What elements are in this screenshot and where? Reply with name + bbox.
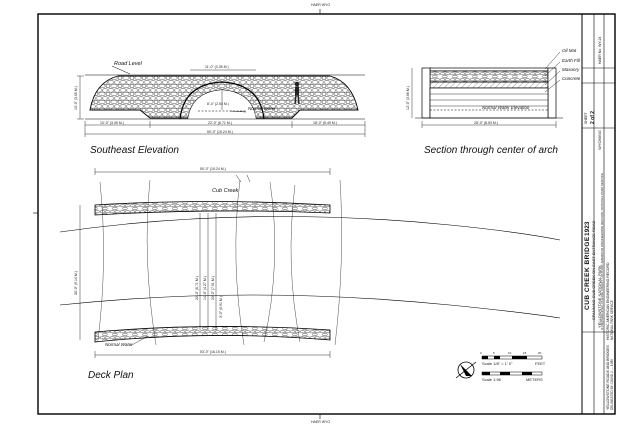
normal-water-leader xyxy=(229,110,247,113)
scale-tick: 0 xyxy=(480,351,482,355)
southeast-elevation-title: Southeast Elevation xyxy=(90,145,179,156)
plan-dim-top: 50'-0" (15.24 M.) xyxy=(200,167,226,171)
creek-flow xyxy=(146,179,157,346)
sheet-label: SHEET xyxy=(584,112,588,124)
deck-plan-title: Deck Plan xyxy=(88,370,134,381)
section-concrete xyxy=(429,87,549,119)
arch-ring xyxy=(179,81,265,120)
scale-tick: 15 xyxy=(523,351,527,355)
parapet-lower xyxy=(94,326,331,343)
road-level-leader xyxy=(111,65,131,75)
section-title: Section through center of arch xyxy=(424,145,558,156)
plan-dim-bottom: 53'-0" (16.15 M.) xyxy=(200,350,226,354)
haer-number: HAER No. WY-24 xyxy=(598,36,602,65)
plan-dim-c4: 3'-0" (0.91 M.) xyxy=(219,296,223,318)
section-through-arch xyxy=(411,51,563,128)
dim-left-height: 10'-0" (3.05 M.) xyxy=(74,86,78,110)
dim-top-span: 11'-0" (3.35 M.) xyxy=(205,65,229,69)
cub-creek-label: Cub Creek xyxy=(212,188,239,194)
scale-tick: 10 xyxy=(508,351,512,355)
leader xyxy=(544,51,561,70)
section-masonry xyxy=(429,81,549,89)
creek-flow xyxy=(290,184,301,343)
north-arrow xyxy=(455,361,477,379)
scale-bar xyxy=(481,355,543,376)
creek-flow xyxy=(334,179,342,346)
stream-bank xyxy=(59,294,561,319)
drawn-by: DELINEATED BY: DAVID J. ... 1989 xyxy=(610,359,614,410)
section-earth-fill xyxy=(429,70,549,83)
creek-flow xyxy=(97,181,104,341)
bridge-year: 1923 xyxy=(584,221,591,236)
section-concrete-wall-left xyxy=(421,67,431,119)
agency-name: NATIONAL PARK SERVICE xyxy=(610,300,614,340)
road-level-label: Road Level xyxy=(114,61,142,67)
earth-fill-label: Earth Fill xyxy=(562,58,580,63)
deck-plan xyxy=(59,168,561,358)
leader xyxy=(544,61,561,77)
scale-meter-label: Scale 1:96 xyxy=(482,377,501,382)
oil-mat-label: Oil Mat xyxy=(562,48,577,53)
dim-arch-rise: 8'-4" (2.54 M.) xyxy=(207,102,229,106)
state-name: WYOMING xyxy=(597,130,602,150)
dim-right-seg: 18'-0" (5.49 M.) xyxy=(313,121,337,125)
plan-dim-c3: 23'-0" (7.01 M.) xyxy=(211,276,215,300)
sheet-top-mark: HAER WYO xyxy=(311,3,331,7)
sheet-bottom-mark: HAER WYO xyxy=(311,420,331,424)
title-note: IF REPRODUCED, PLEASE CREDIT: HISTORIC A… xyxy=(600,172,604,330)
plan-dim-left: 30'-0" (9.14 M.) xyxy=(74,271,78,295)
section-dim-height: 12'-0" (3.66 M.) xyxy=(406,86,410,110)
plan-normal-water-label: Normal Water xyxy=(105,342,133,347)
scale-tick: 5 xyxy=(493,351,495,355)
masonry-label: Masonry xyxy=(562,67,580,72)
section-oil-mat xyxy=(429,67,549,72)
section-concrete-wall-right xyxy=(547,67,557,119)
plan-dim-c1: 22'-0" (6.71 M.) xyxy=(195,276,199,300)
sheet-number: 2 of 2 xyxy=(590,110,596,124)
dim-total: 50'-0" (15.24 M.) xyxy=(207,130,233,134)
dim-left-seg: 10'-0" (3.05 M.) xyxy=(100,121,124,125)
scale-meter-unit: METERS xyxy=(526,377,543,382)
scale-feet-unit: FEET xyxy=(535,361,546,366)
scale-figure xyxy=(294,81,300,105)
scale-tick: 20 xyxy=(538,351,542,355)
stream-bank xyxy=(59,216,561,241)
leader xyxy=(544,70,561,86)
section-dim-total: 28'-0" (8.53 M.) xyxy=(474,121,498,125)
concrete-label: Concrete xyxy=(562,76,581,81)
flow-arrow xyxy=(235,174,242,183)
plan-dim-c2: 14'-0" (4.27 M.) xyxy=(203,276,207,300)
creek-flow xyxy=(235,179,245,346)
bridge-name: CUB CREEK BRIDGE xyxy=(584,236,591,310)
sheet-border xyxy=(37,13,616,415)
southeast-elevation xyxy=(77,65,366,137)
creek-flow xyxy=(263,181,275,343)
normal-water-leader xyxy=(129,335,149,347)
bridge-location: SPANNING CUB CREEK ON EAST ENTRANCE ROAD xyxy=(591,220,596,320)
scale-feet-label: Scale 1/8" = 1' 0" xyxy=(482,361,513,366)
normal-water-label: Normal Water xyxy=(248,106,276,111)
leader xyxy=(544,79,561,93)
flow-arrow xyxy=(246,174,251,183)
parapet-upper xyxy=(94,201,331,216)
dim-mid-seg: 22'-0" (6.71 M.) xyxy=(208,121,232,125)
section-normal-water-label: Normal Water Elevation xyxy=(482,105,530,110)
